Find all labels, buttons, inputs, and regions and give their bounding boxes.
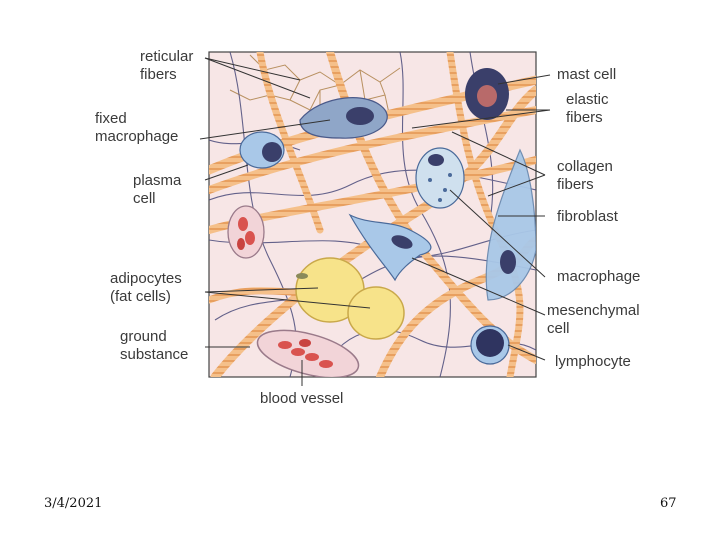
slide-date: 3/4/2021 <box>44 496 103 511</box>
blood-vessel-shape <box>256 329 360 377</box>
label-ground-substance: ground substance <box>120 328 189 363</box>
label-fibroblast: fibroblast <box>557 208 618 225</box>
label-fixed-macrophage: fixed macrophage <box>95 110 179 145</box>
mast-cell-shape <box>465 68 509 120</box>
label-elastic-fibers: elastic fibers <box>566 91 609 126</box>
label-blood-vessel: blood vessel <box>260 390 344 407</box>
label-reticular-fibers: reticular fibers <box>140 48 194 83</box>
mesenchymal-cell-shape <box>348 213 432 282</box>
macrophage-cell <box>415 147 465 209</box>
label-mast-cell: mast cell <box>557 66 617 83</box>
leader-lines <box>199 57 551 386</box>
label-lymphocyte: lymphocyte <box>555 353 631 370</box>
fibroblast-cell <box>485 148 536 301</box>
fixed-macrophage-cell <box>299 97 388 139</box>
label-plasma-cell: plasma cell <box>133 172 182 207</box>
slide-page-number: 67 <box>660 496 677 511</box>
label-adipocytes: adipocytes (fat cells) <box>110 270 182 305</box>
small-vessel <box>227 205 265 259</box>
label-collagen-fibers: collagen fibers <box>557 158 613 193</box>
label-mesenchymal-cell: mesenchymal cell <box>547 302 640 337</box>
plasma-cell-shape <box>239 131 285 169</box>
label-macrophage: macrophage <box>557 268 641 285</box>
lymphocyte-cell <box>470 325 510 365</box>
